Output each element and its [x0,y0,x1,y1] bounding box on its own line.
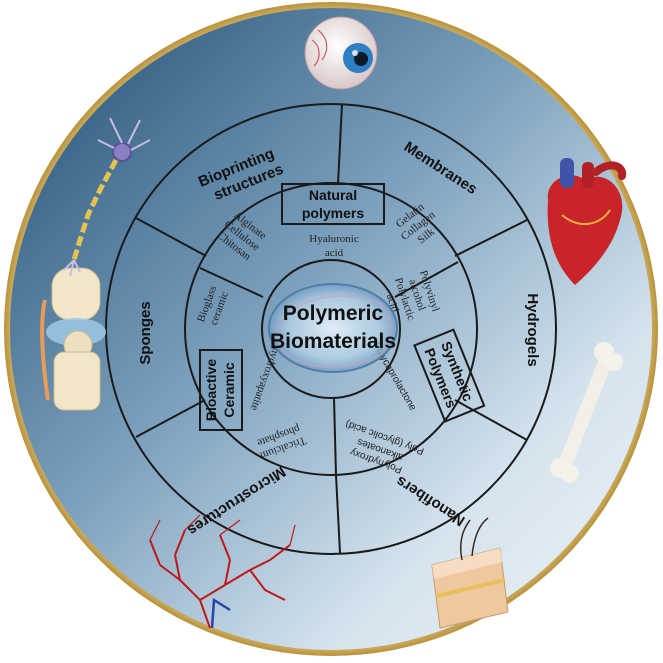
label-sponges: Sponges [137,301,154,364]
eye-icon [305,17,377,89]
center-title-2: Biomaterials [270,330,396,353]
label-hydrogels: Hydrogels [524,293,541,366]
svg-text:Ceramic: Ceramic [221,362,237,417]
natural-item-hyaluronic: Hyaluronic [309,233,359,245]
center-title-1: Polymeric [283,302,384,325]
natural-polymers-title-1: Natural [309,187,357,203]
natural-polymers-title-2: polymers [302,205,364,221]
svg-text:Bioactive: Bioactive [203,359,219,421]
natural-item-acid: acid [325,247,344,259]
